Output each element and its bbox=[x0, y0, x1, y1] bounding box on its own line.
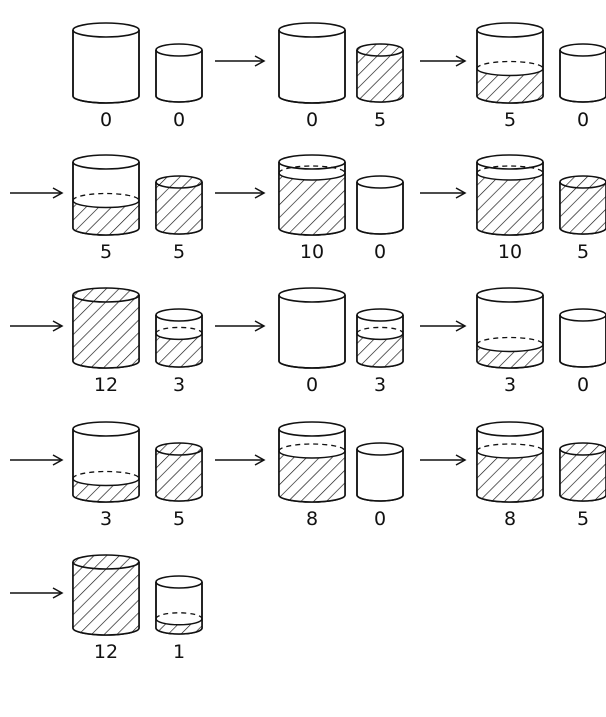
transition-arrow-icon-r3c3 bbox=[420, 320, 467, 332]
transition-arrow-icon-r4c1 bbox=[10, 454, 64, 466]
large-jug-amount-r1c3: 5 bbox=[504, 109, 516, 131]
transition-arrow-icon-r4c2 bbox=[215, 454, 266, 466]
small-jug-r2c1 bbox=[155, 175, 203, 235]
large-jug-amount-r3c2: 0 bbox=[306, 374, 318, 396]
large-jug-r4c2 bbox=[278, 421, 346, 503]
large-jug-amount-r4c3: 8 bbox=[504, 508, 516, 530]
large-jug-amount-r5c1: 12 bbox=[94, 641, 118, 663]
small-jug-r4c1 bbox=[155, 442, 203, 502]
large-jug-r5c1 bbox=[72, 554, 140, 636]
large-jug-amount-r2c3: 10 bbox=[498, 241, 522, 263]
transition-arrow-icon-r4c3 bbox=[420, 454, 467, 466]
small-jug-amount-r2c1: 5 bbox=[173, 241, 185, 263]
large-jug-r1c1 bbox=[72, 22, 140, 104]
diagram-content: 0 0 0 5 5 0 5 5 10 0 10 5 12 3 0 3 3 0 3 5 8 0 8 5 12 1 bbox=[10, 22, 606, 663]
large-jug-amount-r4c2: 8 bbox=[306, 508, 318, 530]
transition-arrow-icon-r2c2 bbox=[215, 187, 266, 199]
small-jug-amount-r4c3: 5 bbox=[577, 508, 589, 530]
transition-arrow-icon-r2c3 bbox=[420, 187, 467, 199]
large-jug-amount-r4c1: 3 bbox=[100, 508, 112, 530]
large-jug-r3c2 bbox=[278, 287, 346, 369]
small-jug-amount-r4c2: 0 bbox=[374, 508, 386, 530]
small-jug-r3c3 bbox=[559, 308, 606, 368]
small-jug-amount-r3c3: 0 bbox=[577, 374, 589, 396]
large-jug-r4c1 bbox=[72, 421, 140, 503]
large-jug-r4c3 bbox=[476, 421, 544, 503]
small-jug-r3c2 bbox=[356, 308, 404, 368]
large-jug-r2c1 bbox=[72, 154, 140, 236]
small-jug-r1c2 bbox=[356, 43, 404, 103]
small-jug-r1c1 bbox=[155, 43, 203, 103]
transition-arrow-icon-r3c2 bbox=[215, 320, 266, 332]
large-jug-amount-r1c1: 0 bbox=[100, 109, 112, 131]
large-jug-amount-r3c1: 12 bbox=[94, 374, 118, 396]
large-jug-amount-r3c3: 3 bbox=[504, 374, 516, 396]
small-jug-amount-r5c1: 1 bbox=[173, 641, 185, 663]
small-jug-amount-r1c1: 0 bbox=[173, 109, 185, 131]
transition-arrow-icon-r1c2 bbox=[215, 55, 266, 67]
small-jug-r2c3 bbox=[559, 175, 606, 235]
small-jug-amount-r3c2: 3 bbox=[374, 374, 386, 396]
small-jug-r2c2 bbox=[356, 175, 404, 235]
small-jug-amount-r1c3: 0 bbox=[577, 109, 589, 131]
large-jug-amount-r1c2: 0 bbox=[306, 109, 318, 131]
small-jug-amount-r3c1: 3 bbox=[173, 374, 185, 396]
small-jug-r4c3 bbox=[559, 442, 606, 502]
large-jug-r3c3 bbox=[476, 287, 544, 369]
large-jug-amount-r2c2: 10 bbox=[300, 241, 324, 263]
transition-arrow-icon-r2c1 bbox=[10, 187, 64, 199]
small-jug-r1c3 bbox=[559, 43, 606, 103]
transition-arrow-icon-r1c3 bbox=[420, 55, 467, 67]
small-jug-r5c1 bbox=[155, 575, 203, 635]
transition-arrow-icon-r5c1 bbox=[10, 587, 64, 599]
large-jug-r2c2 bbox=[278, 154, 346, 236]
small-jug-amount-r1c2: 5 bbox=[374, 109, 386, 131]
small-jug-r4c2 bbox=[356, 442, 404, 502]
large-jug-r3c1 bbox=[72, 287, 140, 369]
small-jug-amount-r2c3: 5 bbox=[577, 241, 589, 263]
large-jug-r2c3 bbox=[476, 154, 544, 236]
small-jug-amount-r2c2: 0 bbox=[374, 241, 386, 263]
small-jug-r3c1 bbox=[155, 308, 203, 368]
small-jug-amount-r4c1: 5 bbox=[173, 508, 185, 530]
large-jug-r1c3 bbox=[476, 22, 544, 104]
transition-arrow-icon-r3c1 bbox=[10, 320, 64, 332]
large-jug-r1c2 bbox=[278, 22, 346, 104]
large-jug-amount-r2c1: 5 bbox=[100, 241, 112, 263]
